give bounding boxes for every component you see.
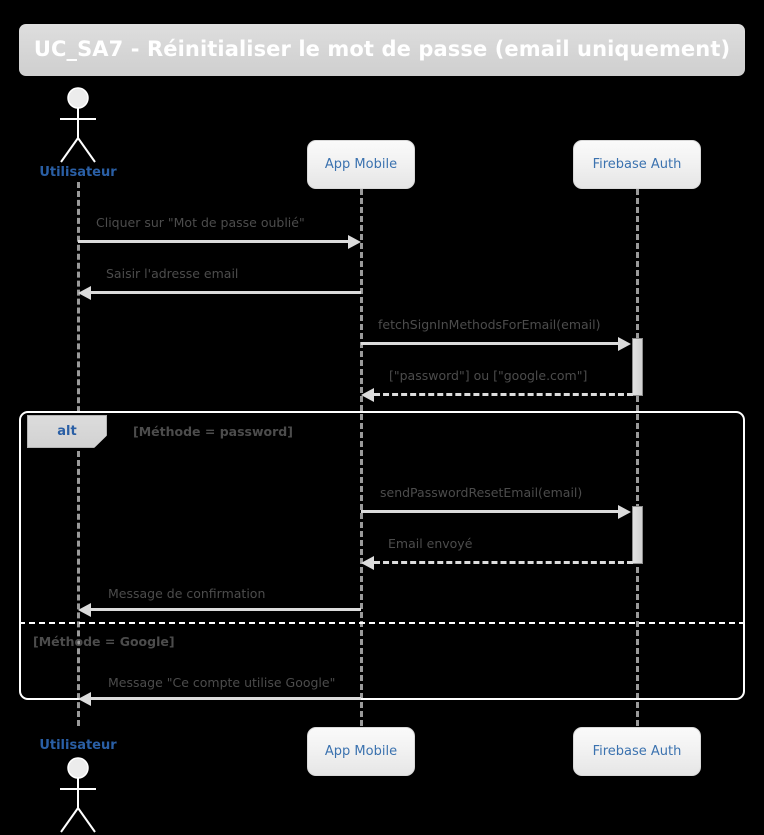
- participant-label-app-mobile-top: App Mobile: [324, 157, 398, 172]
- actor-stick-figure-icon: [60, 757, 96, 833]
- message-arrowhead-7: [78, 603, 91, 617]
- message-label-2: Saisir l'adresse email: [106, 266, 239, 281]
- message-arrowhead-3: [618, 337, 631, 351]
- participant-app-mobile-top[interactable]: App Mobile: [307, 140, 415, 189]
- message-line-1: [78, 240, 349, 243]
- lifeline-utilisateur: [77, 182, 80, 726]
- lifeline-app-mobile: [360, 189, 363, 726]
- message-label-5: sendPasswordResetEmail(email): [380, 485, 583, 500]
- message-label-3: fetchSignInMethodsForEmail(email): [378, 317, 601, 332]
- alt-fragment-guard-2: [Méthode = Google]: [33, 634, 175, 649]
- actor-label-utilisateur-bottom: Utilisateur: [39, 738, 117, 753]
- actor-stick-figure-icon: [60, 87, 96, 163]
- actor-utilisateur-top: [48, 86, 108, 166]
- diagram-title: UC_SA7 - Réinitialiser le mot de passe (…: [33, 37, 731, 61]
- message-line-3: [361, 342, 619, 345]
- message-arrowhead-8: [78, 692, 91, 706]
- alt-fragment-divider: [19, 622, 745, 624]
- actor-label-utilisateur-top: Utilisateur: [39, 165, 117, 180]
- message-arrowhead-5: [618, 505, 631, 519]
- message-line-8: [91, 697, 361, 700]
- activation-bar-firebase-1: [632, 338, 643, 396]
- message-label-6: Email envoyé: [388, 536, 473, 551]
- participant-label-app-mobile-bottom: App Mobile: [324, 744, 398, 759]
- actor-utilisateur-bottom: [48, 756, 108, 835]
- message-line-4: [374, 393, 633, 396]
- message-label-1: Cliquer sur "Mot de passe oublié": [96, 215, 305, 230]
- message-label-4: ["password"] ou ["google.com"]: [389, 368, 588, 383]
- alt-fragment-frame: [19, 411, 745, 700]
- message-line-6: [374, 561, 633, 564]
- lifeline-firebase-auth: [636, 189, 639, 726]
- alt-fragment-guard-1: [Méthode = password]: [133, 424, 293, 439]
- alt-fragment-operator-tab: alt: [27, 415, 107, 448]
- message-arrowhead-6: [361, 556, 374, 570]
- message-label-8: Message "Ce compte utilise Google": [108, 675, 336, 690]
- participant-firebase-auth-bottom[interactable]: Firebase Auth: [573, 727, 701, 776]
- participant-label-firebase-auth-bottom: Firebase Auth: [592, 744, 682, 759]
- message-arrowhead-1: [348, 235, 361, 249]
- participant-label-firebase-auth-top: Firebase Auth: [592, 157, 682, 172]
- message-line-2: [91, 291, 361, 294]
- message-label-7: Message de confirmation: [108, 586, 266, 601]
- participant-app-mobile-bottom[interactable]: App Mobile: [307, 727, 415, 776]
- activation-bar-firebase-2: [632, 506, 643, 564]
- message-line-5: [361, 510, 619, 513]
- message-arrowhead-4: [361, 388, 374, 402]
- participant-firebase-auth-top[interactable]: Firebase Auth: [573, 140, 701, 189]
- message-arrowhead-2: [78, 286, 91, 300]
- alt-fragment-operator-label: alt: [57, 424, 77, 439]
- diagram-title-bar: UC_SA7 - Réinitialiser le mot de passe (…: [19, 24, 745, 76]
- message-line-7: [91, 608, 361, 611]
